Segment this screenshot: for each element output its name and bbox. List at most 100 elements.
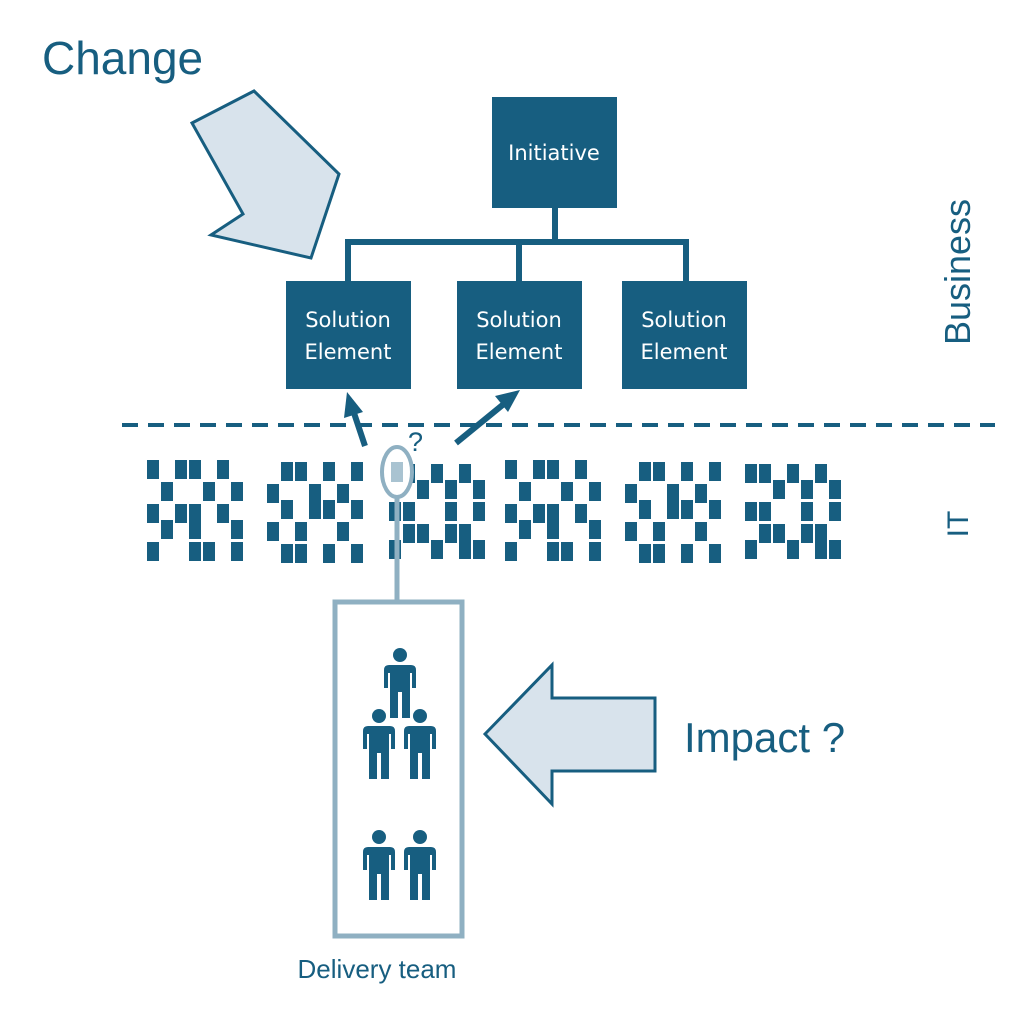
initiative-node: Initiative [492,97,617,208]
it-component-block [815,540,827,559]
solution-element-label: Solution [641,308,727,332]
it-component-block [625,522,637,541]
it-component-block [667,500,679,519]
it-component-block [217,504,229,523]
it-component-block [459,540,471,559]
it-component-block [267,484,279,503]
solution-element-1: Solution Element [286,281,411,389]
it-component-grid [147,460,841,563]
it-component-block [829,502,841,521]
it-component-block [547,504,559,523]
solution-element-label: Element [305,340,392,364]
it-component-block [709,462,721,481]
it-component-block [473,502,485,521]
it-component-block [547,520,559,539]
it-component-block [309,484,321,503]
it-component-block [625,484,637,503]
it-component-block [533,460,545,479]
it-component-block [203,482,215,501]
it-component-block [829,540,841,559]
it-component-block [337,484,349,503]
it-component-block [639,544,651,563]
tree-connectors [345,208,689,281]
it-component-block [561,542,573,561]
it-component-block [561,482,573,501]
it-component-block [445,524,457,543]
it-component-block [295,544,307,563]
it-component-block [147,542,159,561]
it-component-block [639,500,651,519]
it-component-block [653,522,665,541]
it-component-block [695,522,707,541]
solution-element-label: Solution [305,308,391,332]
it-component-block [773,524,785,543]
it-component-block [589,542,601,561]
it-component-block [473,540,485,559]
it-component-block [745,502,757,521]
business-label: Business [937,199,978,345]
it-component-block [787,464,799,483]
it-component-block [547,542,559,561]
it-component-block [547,460,559,479]
solution-element-2: Solution Element [457,281,582,389]
it-component-block [267,522,279,541]
it-component-block [709,544,721,563]
it-component-block [281,544,293,563]
it-component-block [231,520,243,539]
it-component-block [351,462,363,481]
it-component-block [147,504,159,523]
solution-element-label: Element [641,340,728,364]
it-component-block [829,480,841,499]
question-mark: ? [408,427,423,457]
it-component-block [575,460,587,479]
it-component-block [323,544,335,563]
it-component-block [161,520,173,539]
it-component-block [403,502,415,521]
it-component-block [217,460,229,479]
it-component-block [189,520,201,539]
it-component-block [473,480,485,499]
it-component-block [295,462,307,481]
it-component-block [175,460,187,479]
it-component-block [295,522,307,541]
it-component-block [759,502,771,521]
it-component-block [351,500,363,519]
it-component-block [505,542,517,561]
it-component-block [653,462,665,481]
it-component-block [745,464,757,483]
it-component-block [189,460,201,479]
it-component-block [323,500,335,519]
it-component-block [801,502,813,521]
it-component-block [773,480,785,499]
arrow-left-icon [482,661,657,808]
it-component-block [745,540,757,559]
it-component-block [281,462,293,481]
it-component-block [815,464,827,483]
it-component-block [639,462,651,481]
it-component-block [589,482,601,501]
link-arrows [344,390,520,447]
it-component-block [801,480,813,499]
it-component-block [759,464,771,483]
delivery-team-label: Delivery team [298,954,457,984]
it-component-block [787,540,799,559]
it-component-block [667,484,679,503]
it-component-block [323,462,335,481]
it-component-block [681,462,693,481]
it-component-block [709,500,721,519]
it-component-block [519,520,531,539]
it-component-block [417,524,429,543]
it-component-block [533,504,545,523]
it-component-block [351,544,363,563]
it-component-block [459,464,471,483]
it-component-block [505,460,517,479]
it-component-block [445,502,457,521]
it-component-block [147,460,159,479]
impact-label: Impact ? [684,714,845,761]
it-component-block [281,500,293,519]
highlighted-component [391,462,403,482]
it-component-block [575,504,587,523]
solution-element-label: Solution [476,308,562,332]
it-component-block [815,524,827,543]
